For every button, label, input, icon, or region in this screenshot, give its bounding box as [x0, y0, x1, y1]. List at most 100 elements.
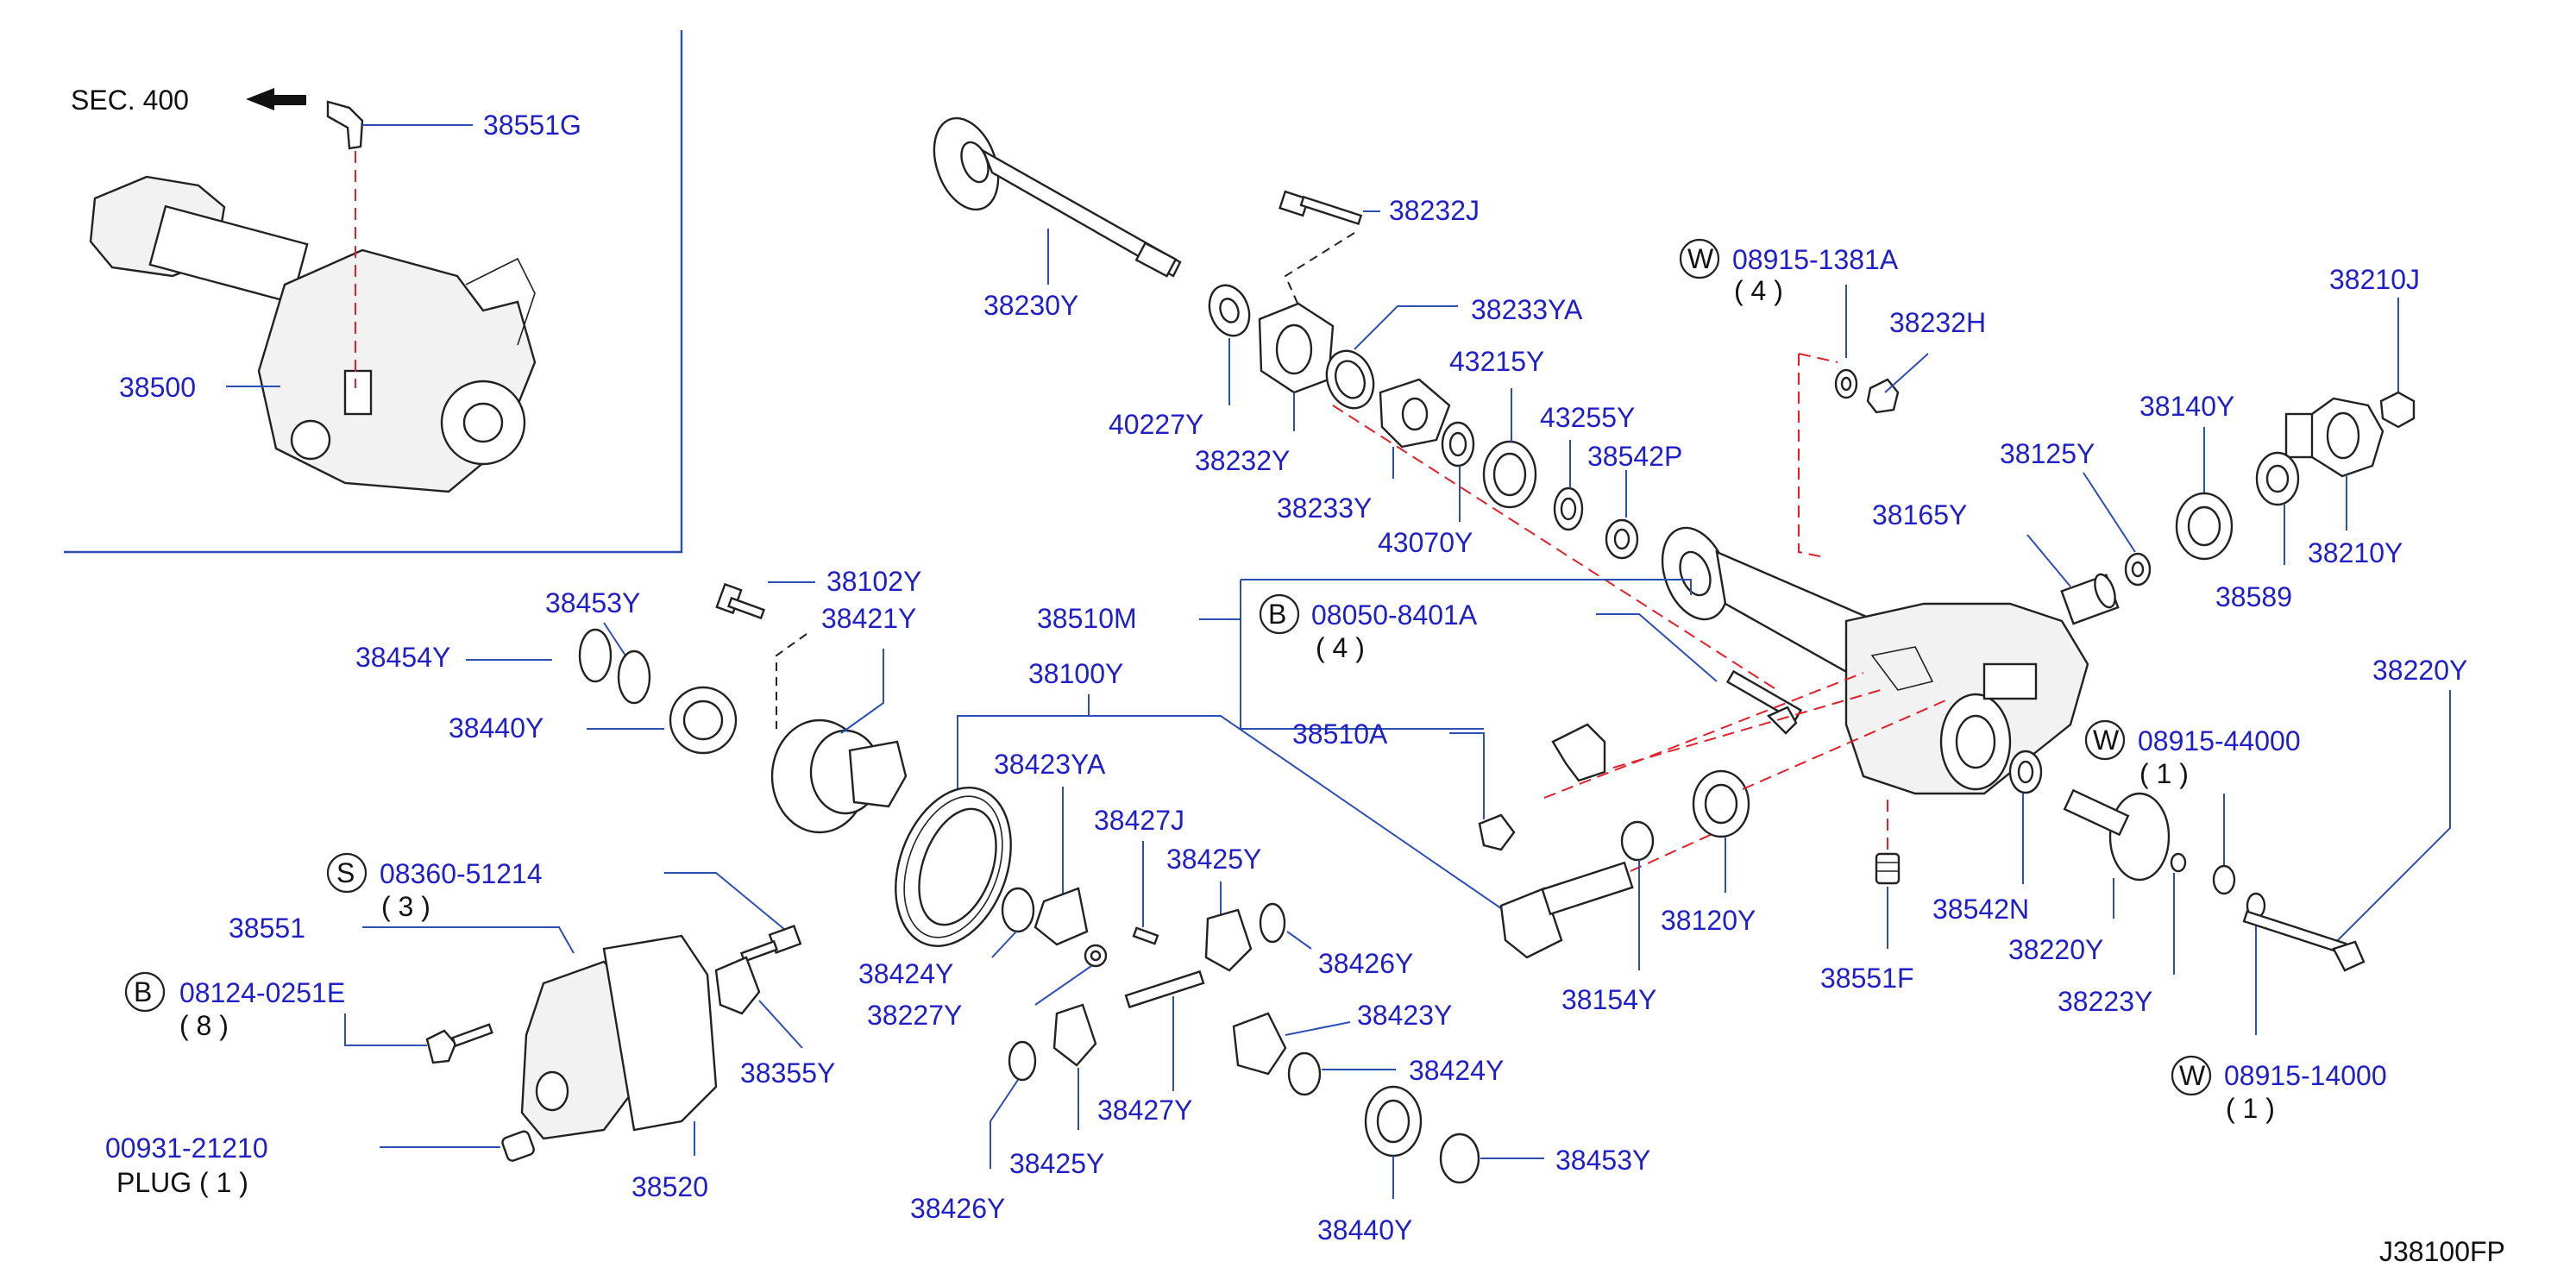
pinion-mate-gear-2-icon [1232, 1012, 1287, 1076]
part-43255Y[interactable]: 43255Y [1540, 402, 1635, 433]
part-38210J[interactable]: 38210J [2329, 264, 2420, 295]
callout-circle-w2 [2084, 719, 2126, 761]
part-38220Y-right-edge[interactable]: 38220Y [2372, 655, 2467, 686]
part-08915-44000[interactable]: 08915-44000 [2138, 725, 2301, 756]
part-38424Y-b[interactable]: 38424Y [1409, 1055, 1504, 1086]
part-38355Y[interactable]: 38355Y [740, 1057, 835, 1089]
long-bolt-icon [2242, 910, 2366, 972]
part-08915-1381A[interactable]: 08915-1381A [1732, 244, 1899, 275]
callout-letter-b1: B [1268, 599, 1286, 630]
part-38154Y[interactable]: 38154Y [1561, 984, 1656, 1015]
part-40227Y[interactable]: 40227Y [1109, 409, 1203, 440]
part-38454Y[interactable]: 38454Y [355, 642, 450, 673]
part-38100Y[interactable]: 38100Y [1028, 658, 1123, 689]
callout-circle-w3 [2171, 1055, 2212, 1096]
part-08124-0251E[interactable]: 08124-0251E [179, 977, 345, 1008]
bolt-icon [1279, 190, 1363, 226]
part-38551G[interactable]: 38551G [483, 110, 581, 141]
part-38427J[interactable]: 38427J [1094, 805, 1184, 836]
part-38232H[interactable]: 38232H [1889, 307, 1986, 338]
part-38233Y[interactable]: 38233Y [1277, 493, 1372, 524]
part-38232J[interactable]: 38232J [1389, 195, 1480, 226]
pin-icon [1132, 926, 1159, 945]
part-38140Y[interactable]: 38140Y [2139, 391, 2234, 422]
filler-plug-icon [1875, 852, 1901, 885]
callout-letter-s1: S [336, 857, 355, 888]
part-38125Y[interactable]: 38125Y [2000, 438, 2095, 469]
part-38500[interactable]: 38500 [119, 372, 196, 403]
cover-bolt-icon [739, 924, 802, 963]
part-38427Y[interactable]: 38427Y [1097, 1095, 1192, 1126]
part-08360-51214[interactable]: 08360-51214 [380, 858, 543, 889]
part-38425Y-b[interactable]: 38425Y [1009, 1148, 1104, 1179]
plug-qty-label: PLUG ( 1 ) [116, 1167, 248, 1198]
part-38424Y-a[interactable]: 38424Y [858, 958, 953, 989]
rear-cover-icon [520, 934, 718, 1140]
pinion-mate-gear-icon [1034, 887, 1089, 946]
part-43215Y[interactable]: 43215Y [1449, 346, 1544, 377]
part-00931-21210[interactable]: 00931-21210 [105, 1133, 268, 1164]
diff-bolt-icon [715, 582, 766, 620]
part-38423Y[interactable]: 38423Y [1357, 1000, 1452, 1031]
differential-case-icon [770, 718, 908, 834]
qty-label-4b: ( 4 ) [1316, 632, 1365, 663]
part-38542N[interactable]: 38542N [1932, 894, 2029, 925]
part-38551F[interactable]: 38551F [1820, 963, 1914, 994]
part-38440Y-a[interactable]: 38440Y [449, 712, 543, 744]
part-38227Y[interactable]: 38227Y [867, 1000, 962, 1031]
callout-letter-w3: W [2179, 1060, 2206, 1091]
part-38102Y[interactable]: 38102Y [826, 566, 921, 597]
thrust-washer-icon [1001, 887, 1035, 933]
part-38551[interactable]: 38551 [229, 913, 305, 944]
part-38440Y-b[interactable]: 38440Y [1317, 1214, 1412, 1245]
cover-screw-icon [425, 1023, 493, 1064]
part-38520[interactable]: 38520 [631, 1171, 708, 1202]
part-38230Y[interactable]: 38230Y [983, 290, 1078, 321]
part-38421Y[interactable]: 38421Y [821, 603, 916, 634]
part-38120Y[interactable]: 38120Y [1661, 905, 1756, 936]
lock-washer-icon [2212, 864, 2236, 895]
axle-shaft-illustration [933, 116, 1182, 278]
part-08915-14000[interactable]: 08915-14000 [2224, 1060, 2387, 1091]
part-38233YA[interactable]: 38233YA [1471, 294, 1583, 325]
pinion-shaft-icon [1124, 969, 1205, 1009]
part-38426Y-b[interactable]: 38426Y [910, 1193, 1005, 1224]
flange-shaft-icon [2063, 788, 2171, 882]
part-38210Y[interactable]: 38210Y [2308, 537, 2403, 568]
part-38542P[interactable]: 38542P [1587, 441, 1682, 472]
plug-icon [501, 1130, 535, 1162]
part-38223Y[interactable]: 38223Y [2058, 986, 2152, 1017]
drive-pinion-icon [1499, 861, 1634, 959]
side-gear-washer-2-icon [1008, 1040, 1037, 1082]
part-08050-8401A[interactable]: 08050-8401A [1311, 599, 1478, 631]
qty-label-1a: ( 1 ) [2139, 758, 2189, 789]
side-gear-icon [1204, 908, 1253, 972]
part-43070Y[interactable]: 43070Y [1378, 527, 1473, 558]
side-gear-2-icon [1052, 1003, 1097, 1067]
thrust-washer-2-icon [1287, 1051, 1322, 1096]
side-shim-icon [578, 628, 613, 683]
part-38220Y[interactable]: 38220Y [2008, 934, 2103, 965]
part-38453Y-b[interactable]: 38453Y [1555, 1145, 1650, 1176]
mount-bracket-icon [714, 956, 761, 1015]
part-38165Y[interactable]: 38165Y [1872, 499, 1967, 530]
qty-label-3: ( 3 ) [381, 891, 430, 922]
part-38453Y-a[interactable]: 38453Y [545, 587, 640, 618]
qty-label-8: ( 8 ) [179, 1010, 229, 1041]
pinion-shim-icon [1620, 820, 1655, 862]
part-38423YA[interactable]: 38423YA [994, 749, 1106, 780]
sec-ref-label[interactable]: SEC. 400 [71, 85, 189, 116]
part-38232Y[interactable]: 38232Y [1195, 445, 1290, 476]
part-38510M[interactable]: 38510M [1037, 603, 1137, 634]
part-38510A[interactable]: 38510A [1292, 718, 1388, 750]
part-38426Y-a[interactable]: 38426Y [1318, 948, 1413, 979]
part-38589[interactable]: 38589 [2215, 581, 2292, 612]
axle-housing-illustration [1661, 526, 2089, 795]
callout-letter-w1: W [1687, 243, 1714, 274]
breather-icon [326, 100, 364, 150]
retainer-ring-icon [1208, 284, 1251, 337]
companion-flange-icon [2284, 397, 2384, 478]
part-38425Y-a[interactable]: 38425Y [1166, 844, 1261, 875]
ref-dash-axle [1332, 405, 1778, 691]
